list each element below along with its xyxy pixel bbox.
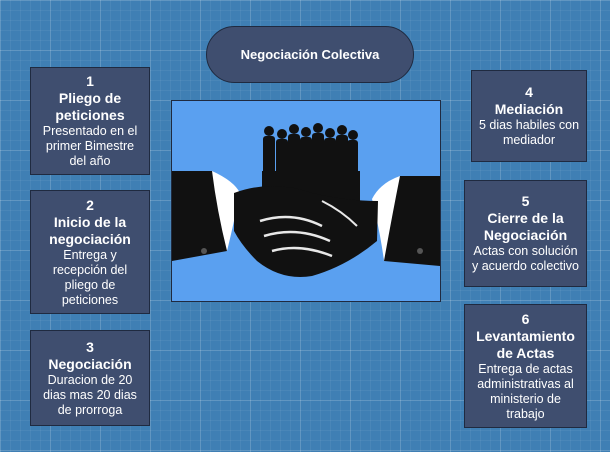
step-title: Levantamiento de Actas	[476, 327, 575, 361]
step-3-box: 3 Negociación Duracion de 20 dias mas 20…	[30, 330, 150, 426]
handshake-icon	[172, 101, 440, 301]
step-description: Entrega de actas administrativas al mini…	[477, 361, 574, 421]
step-title: Pliego de peticiones	[55, 90, 125, 123]
step-title: Inicio de la negociación	[49, 213, 131, 247]
step-6-box: 6 Levantamiento de Actas Entrega de acta…	[464, 304, 587, 428]
step-description: 5 dias habiles con mediador	[478, 118, 580, 147]
step-4-box: 4 Mediación 5 dias habiles con mediador	[471, 70, 587, 162]
step-description: Presentado en el primer Bimestre del año	[42, 124, 138, 168]
step-number: 6	[521, 310, 530, 327]
step-number: 1	[86, 73, 94, 89]
step-description: Actas con solución y acuerdo colectivo	[471, 244, 579, 273]
handshake-illustration	[171, 100, 441, 302]
diagram-title: Negociación Colectiva	[206, 26, 414, 83]
step-5-box: 5 Cierre de la Negociación Actas con sol…	[464, 180, 587, 287]
step-1-box: 1 Pliego de peticiones Presentado en el …	[30, 67, 150, 175]
step-description: Duracion de 20 dias mas 20 dias de prorr…	[43, 372, 137, 417]
step-number: 3	[86, 338, 94, 355]
step-description: Entrega y recepción del pliego de petici…	[52, 247, 128, 307]
step-title: Cierre de la Negociación	[483, 210, 568, 243]
step-2-box: 2 Inicio de la negociación Entrega y rec…	[30, 190, 150, 314]
step-title: Negociación	[48, 355, 132, 372]
step-number: 2	[86, 196, 94, 213]
step-number: 4	[525, 84, 533, 100]
step-number: 5	[521, 193, 530, 209]
step-title: Mediación	[494, 101, 564, 117]
